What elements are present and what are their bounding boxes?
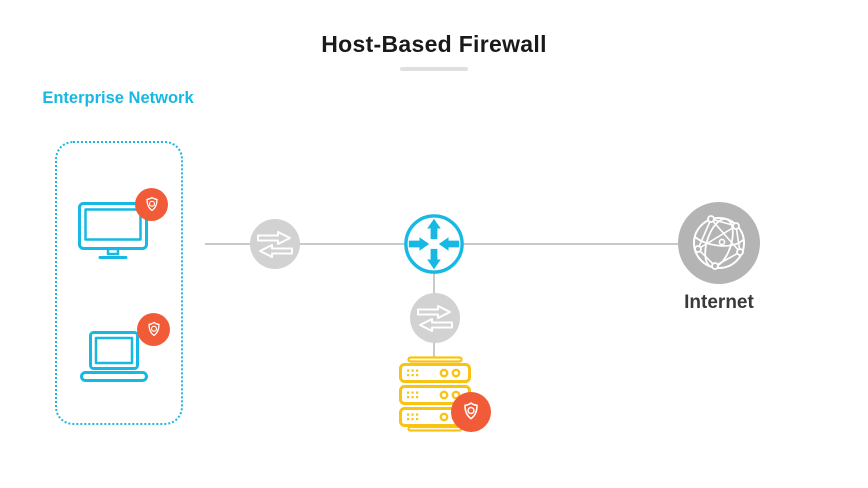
- internet-label: Internet: [684, 292, 754, 313]
- shield-badge-icon: [135, 188, 168, 221]
- shield-badge-icon: [451, 392, 491, 432]
- connection-line-lan-to-router: [205, 243, 405, 245]
- enterprise-network-label: Enterprise Network: [42, 89, 194, 107]
- router-icon: [403, 213, 465, 275]
- desktop-icon: [78, 202, 148, 260]
- laptop-icon: [80, 331, 148, 383]
- shield-badge-icon: [137, 313, 170, 346]
- page-title: Host-Based Firewall: [321, 31, 547, 57]
- transfer-icon: [250, 219, 300, 269]
- connection-line-router-to-internet: [460, 243, 678, 245]
- title-underline: [400, 67, 468, 71]
- enterprise-network-boundary: [55, 141, 183, 425]
- transfer-icon: [410, 293, 460, 343]
- internet-globe-icon: [678, 202, 760, 284]
